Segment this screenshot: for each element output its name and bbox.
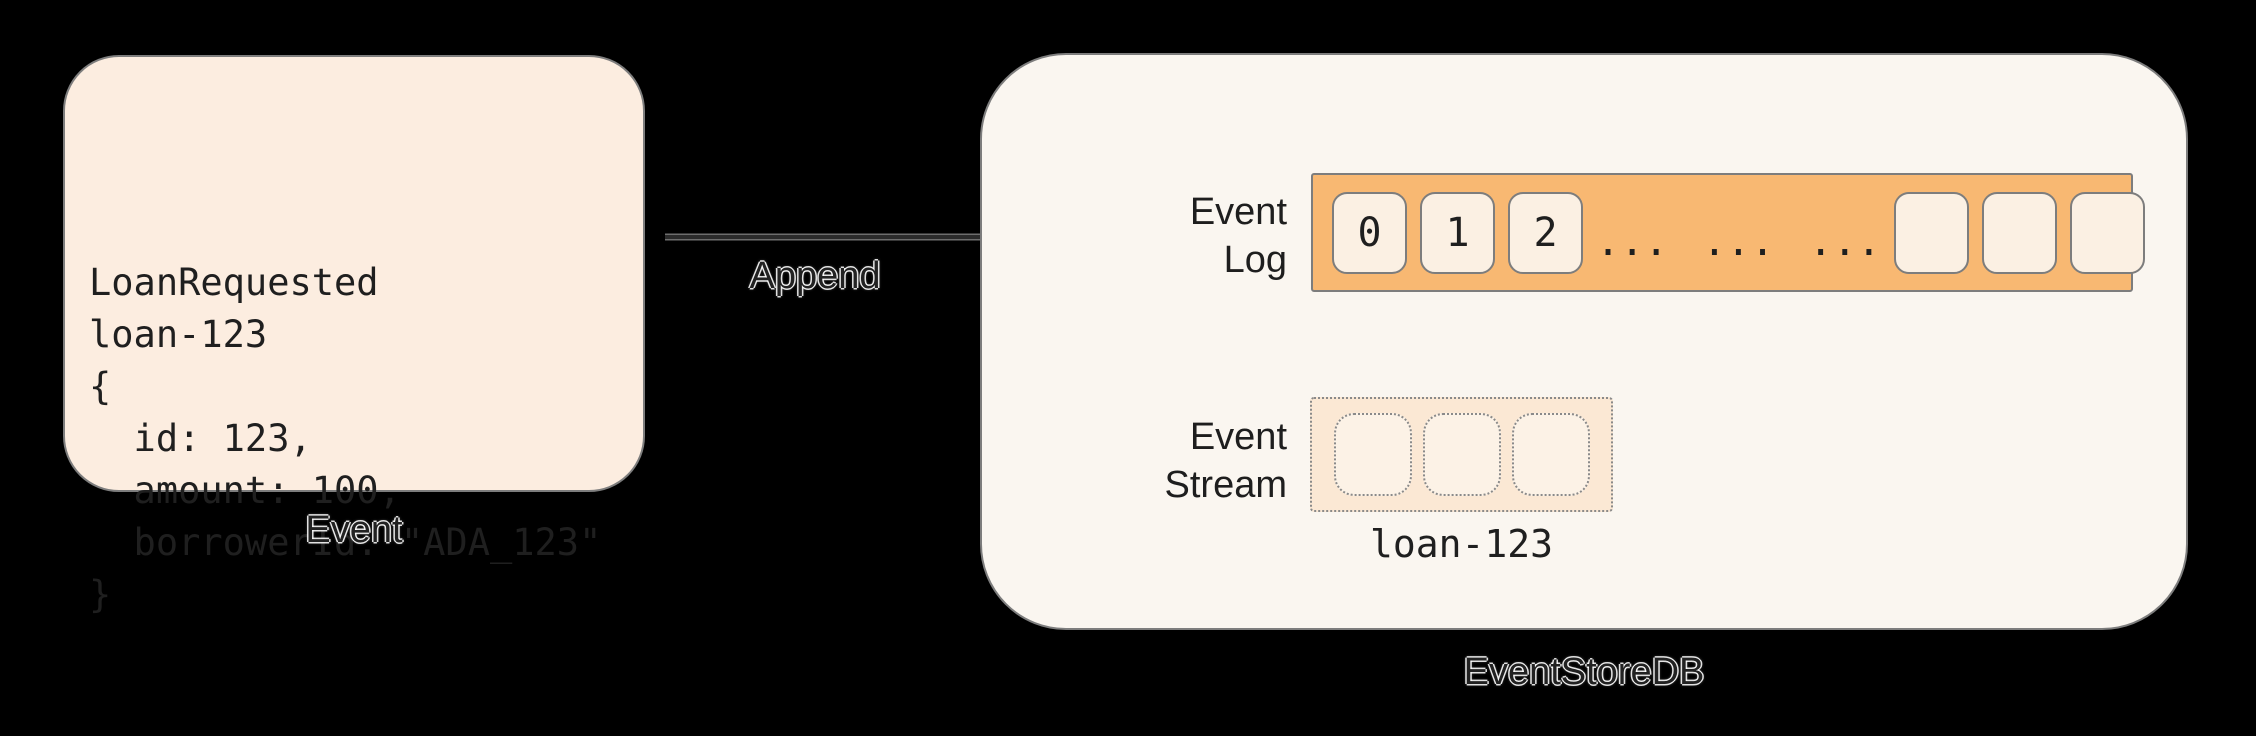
event-log-label-line2: Log	[1223, 239, 1287, 281]
append-label: Append	[749, 255, 881, 297]
event-card: LoanRequested loan-123 { id: 123, amount: …	[63, 55, 645, 616]
event-code-line: loan-123	[89, 313, 268, 356]
log-ellipsis: ... ... ...	[1596, 218, 1881, 265]
event-stream-box	[1310, 397, 1613, 512]
event-code-line: }	[89, 573, 112, 616]
log-empty-cell	[1893, 191, 1969, 274]
event-code-line: amount: 100,	[89, 469, 401, 512]
stream-cell	[1333, 413, 1412, 496]
event-code-line: borrowerId: "ADA_123"	[89, 521, 602, 564]
log-empty-cell	[2069, 191, 2145, 274]
event-caption: Event	[305, 509, 403, 551]
log-empty-cell	[1981, 191, 2057, 274]
eventstoredb-box	[980, 53, 2188, 630]
log-empty-cells	[1893, 191, 2145, 274]
event-stream-label-line1: Event	[1189, 416, 1287, 458]
event-log-label: Event Log	[1080, 188, 1287, 284]
event-code-block: LoanRequested loan-123 { id: 123, amount: …	[65, 57, 643, 621]
event-code-line: LoanRequested	[89, 261, 379, 304]
log-cell: 2	[1508, 191, 1583, 274]
log-cell: 1	[1420, 191, 1495, 274]
stream-name-label: loan-123	[1369, 522, 1554, 566]
log-cell: 0	[1332, 191, 1407, 274]
event-stream-label-line2: Stream	[1164, 464, 1287, 506]
event-log-label-line1: Event	[1189, 191, 1287, 233]
event-code-line: id: 123,	[89, 417, 312, 460]
event-stream-label: Event Stream	[1080, 413, 1287, 509]
stream-cell	[1422, 413, 1501, 496]
stream-cell	[1511, 413, 1590, 496]
eventstoredb-caption: EventStoreDB	[1463, 651, 1705, 693]
event-code-line: {	[89, 365, 112, 408]
